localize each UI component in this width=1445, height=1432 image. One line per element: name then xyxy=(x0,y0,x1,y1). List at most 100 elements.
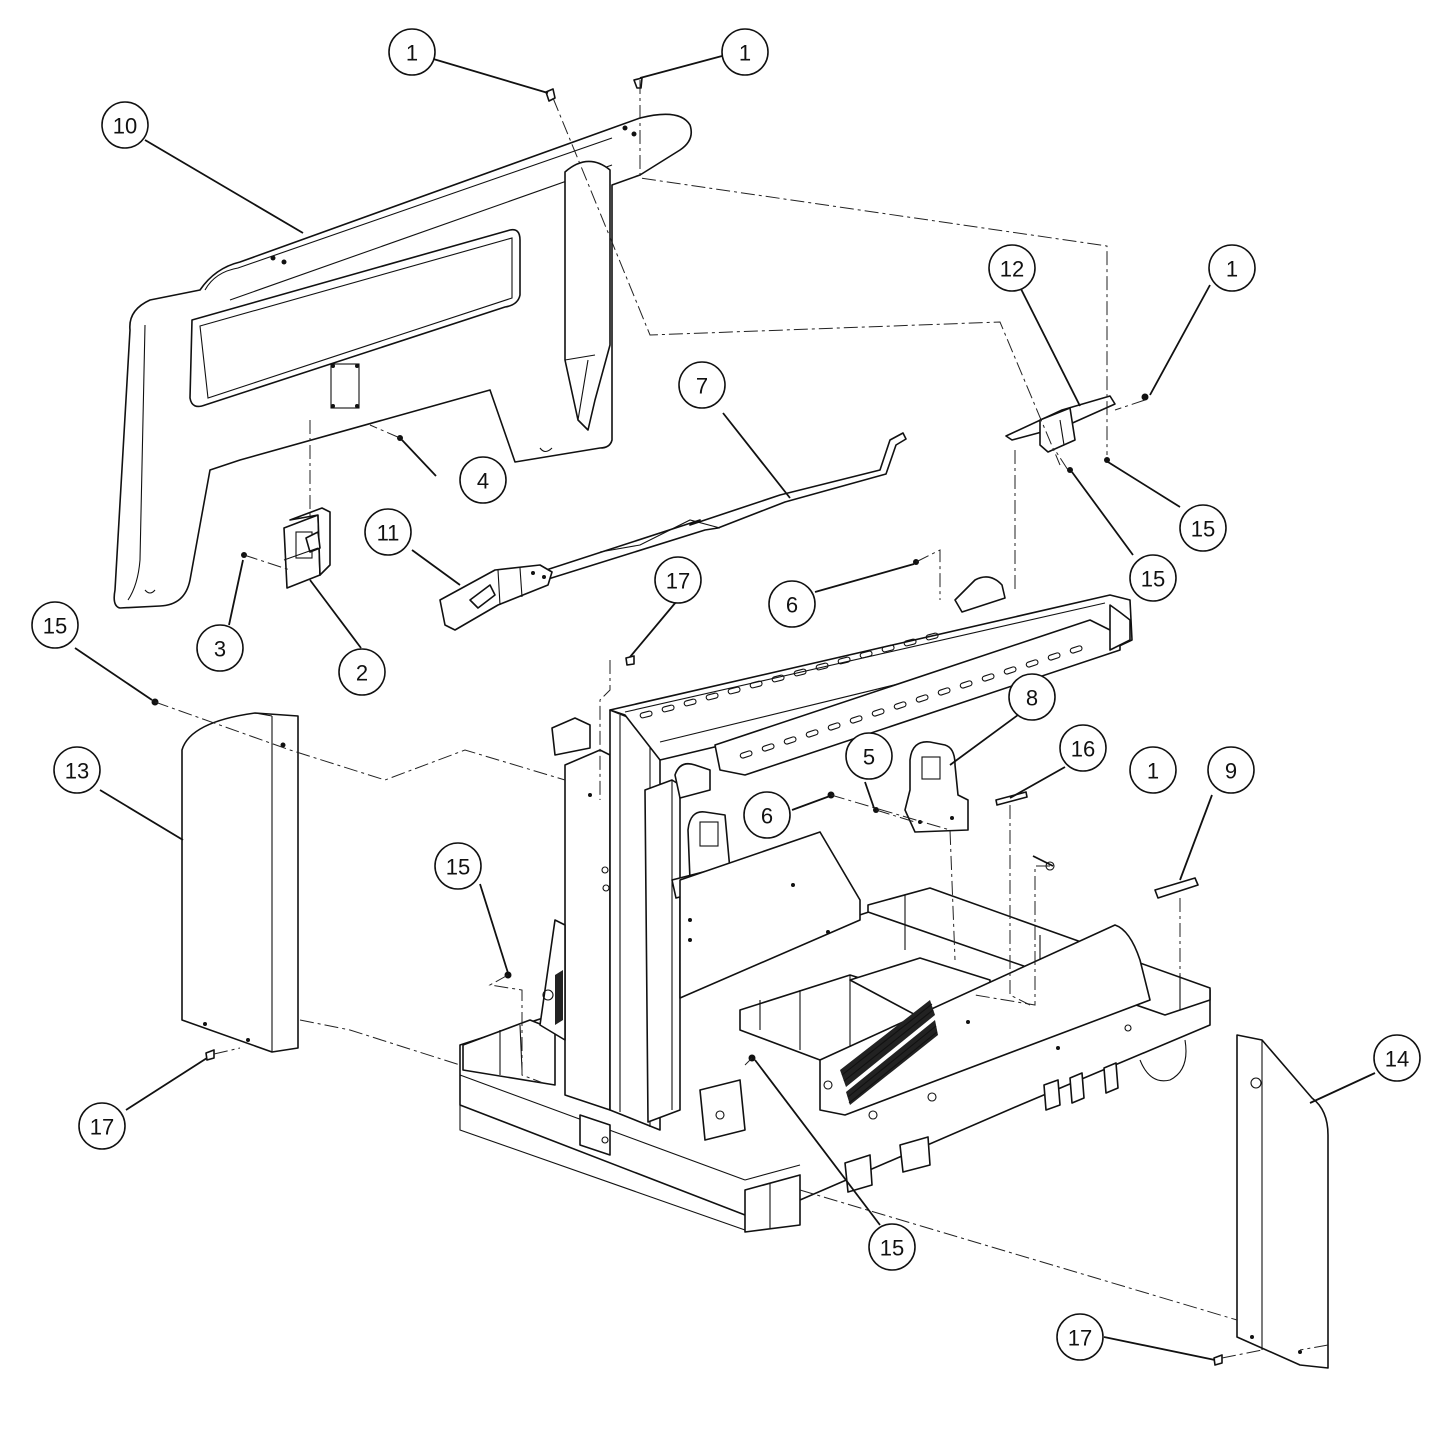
callout-circle xyxy=(53,746,101,794)
callout-2: 2 xyxy=(338,648,386,696)
callout-15: 15 xyxy=(434,842,482,890)
callout-circle xyxy=(1179,504,1227,552)
callout-circle xyxy=(1059,724,1107,772)
callout-17: 17 xyxy=(78,1102,126,1150)
callout-label: 17 xyxy=(1068,1326,1092,1351)
callout-circle xyxy=(364,508,412,556)
callout-circle xyxy=(1129,746,1177,794)
part-2-switch-box xyxy=(283,507,331,589)
callout-label: 17 xyxy=(90,1115,114,1140)
part-10-upper-cover-panel xyxy=(113,113,693,609)
leader-lines xyxy=(74,55,1376,1361)
callout-circle xyxy=(1373,1034,1421,1082)
callout-label: 14 xyxy=(1385,1047,1409,1072)
callout-12: 12 xyxy=(988,244,1036,292)
callout-15: 15 xyxy=(31,601,79,649)
callout-17: 17 xyxy=(1056,1313,1104,1361)
callout-8: 8 xyxy=(1008,673,1056,721)
callout-circle xyxy=(101,101,149,149)
callout-6: 6 xyxy=(768,580,816,628)
callout-4: 4 xyxy=(459,456,507,504)
part-12-small-bracket xyxy=(1005,395,1116,453)
callout-circle xyxy=(1208,244,1256,292)
callout-circle xyxy=(721,28,769,76)
callout-label: 16 xyxy=(1071,737,1095,762)
callout-11: 11 xyxy=(364,508,412,556)
callout-label: 5 xyxy=(863,745,875,770)
callout-17: 17 xyxy=(654,556,702,604)
callout-label: 12 xyxy=(1000,257,1024,282)
part-11-handle-bracket xyxy=(439,564,553,631)
callout-label: 15 xyxy=(1141,567,1165,592)
callout-label: 2 xyxy=(356,661,368,686)
callout-circle xyxy=(678,361,726,409)
part-13-left-side-panel xyxy=(181,712,299,1053)
callout-label: 6 xyxy=(786,593,798,618)
callout-label: 15 xyxy=(1191,517,1215,542)
callout-circle xyxy=(845,732,893,780)
assembly-center-lines xyxy=(154,80,1329,1359)
callout-1: 1 xyxy=(721,28,769,76)
callout-label: 1 xyxy=(1226,257,1238,282)
callout-circle xyxy=(196,624,244,672)
callout-circle xyxy=(988,244,1036,292)
callout-circle xyxy=(768,580,816,628)
callout-label: 1 xyxy=(739,41,751,66)
callout-15: 15 xyxy=(1129,554,1177,602)
callout-15: 15 xyxy=(1179,504,1227,552)
callout-1: 1 xyxy=(388,28,436,76)
main-frame xyxy=(459,576,1211,1233)
callout-circle xyxy=(868,1223,916,1271)
callout-label: 15 xyxy=(43,614,67,639)
callout-circle xyxy=(1056,1313,1104,1361)
callout-1: 1 xyxy=(1208,244,1256,292)
vent-grille xyxy=(840,1000,938,1105)
callout-circle xyxy=(1207,746,1255,794)
callout-15: 15 xyxy=(868,1223,916,1271)
callout-circle xyxy=(434,842,482,890)
callout-circle xyxy=(338,648,386,696)
callout-6: 6 xyxy=(743,791,791,839)
callout-label: 15 xyxy=(446,855,470,880)
callout-label: 11 xyxy=(377,521,400,546)
callout-label: 15 xyxy=(880,1236,904,1261)
callout-label: 17 xyxy=(666,569,690,594)
callout-circle xyxy=(78,1102,126,1150)
part-14-right-side-panel xyxy=(1236,1034,1329,1369)
callout-16: 16 xyxy=(1059,724,1107,772)
callout-13: 13 xyxy=(53,746,101,794)
callout-14: 14 xyxy=(1373,1034,1421,1082)
callout-label: 4 xyxy=(477,469,489,494)
callout-label: 7 xyxy=(696,374,708,399)
callout-label: 6 xyxy=(761,804,773,829)
callout-circle xyxy=(31,601,79,649)
callout-label: 8 xyxy=(1026,686,1038,711)
callout-5: 5 xyxy=(845,732,893,780)
callout-label: 13 xyxy=(65,759,89,784)
callout-circle xyxy=(654,556,702,604)
callout-9: 9 xyxy=(1207,746,1255,794)
callout-1: 1 xyxy=(1129,746,1177,794)
callout-circle xyxy=(743,791,791,839)
callout-circle xyxy=(1008,673,1056,721)
callout-label: 9 xyxy=(1225,759,1237,784)
part-8-upright-bracket xyxy=(904,741,969,833)
callout-circle xyxy=(1129,554,1177,602)
callout-10: 10 xyxy=(101,101,149,149)
fasteners xyxy=(151,77,1223,1366)
callout-label: 3 xyxy=(214,637,226,662)
callout-label: 10 xyxy=(113,114,137,139)
callout-7: 7 xyxy=(678,361,726,409)
callout-label: 1 xyxy=(406,41,418,66)
part-16-small-pin xyxy=(995,791,1028,806)
callout-label: 1 xyxy=(1147,759,1159,784)
crossmember-slots-upper xyxy=(639,632,939,719)
callout-circle xyxy=(388,28,436,76)
callout-circle xyxy=(459,456,507,504)
part-9-pin xyxy=(1154,877,1199,899)
part-7-rod xyxy=(539,432,907,581)
callout-3: 3 xyxy=(196,624,244,672)
